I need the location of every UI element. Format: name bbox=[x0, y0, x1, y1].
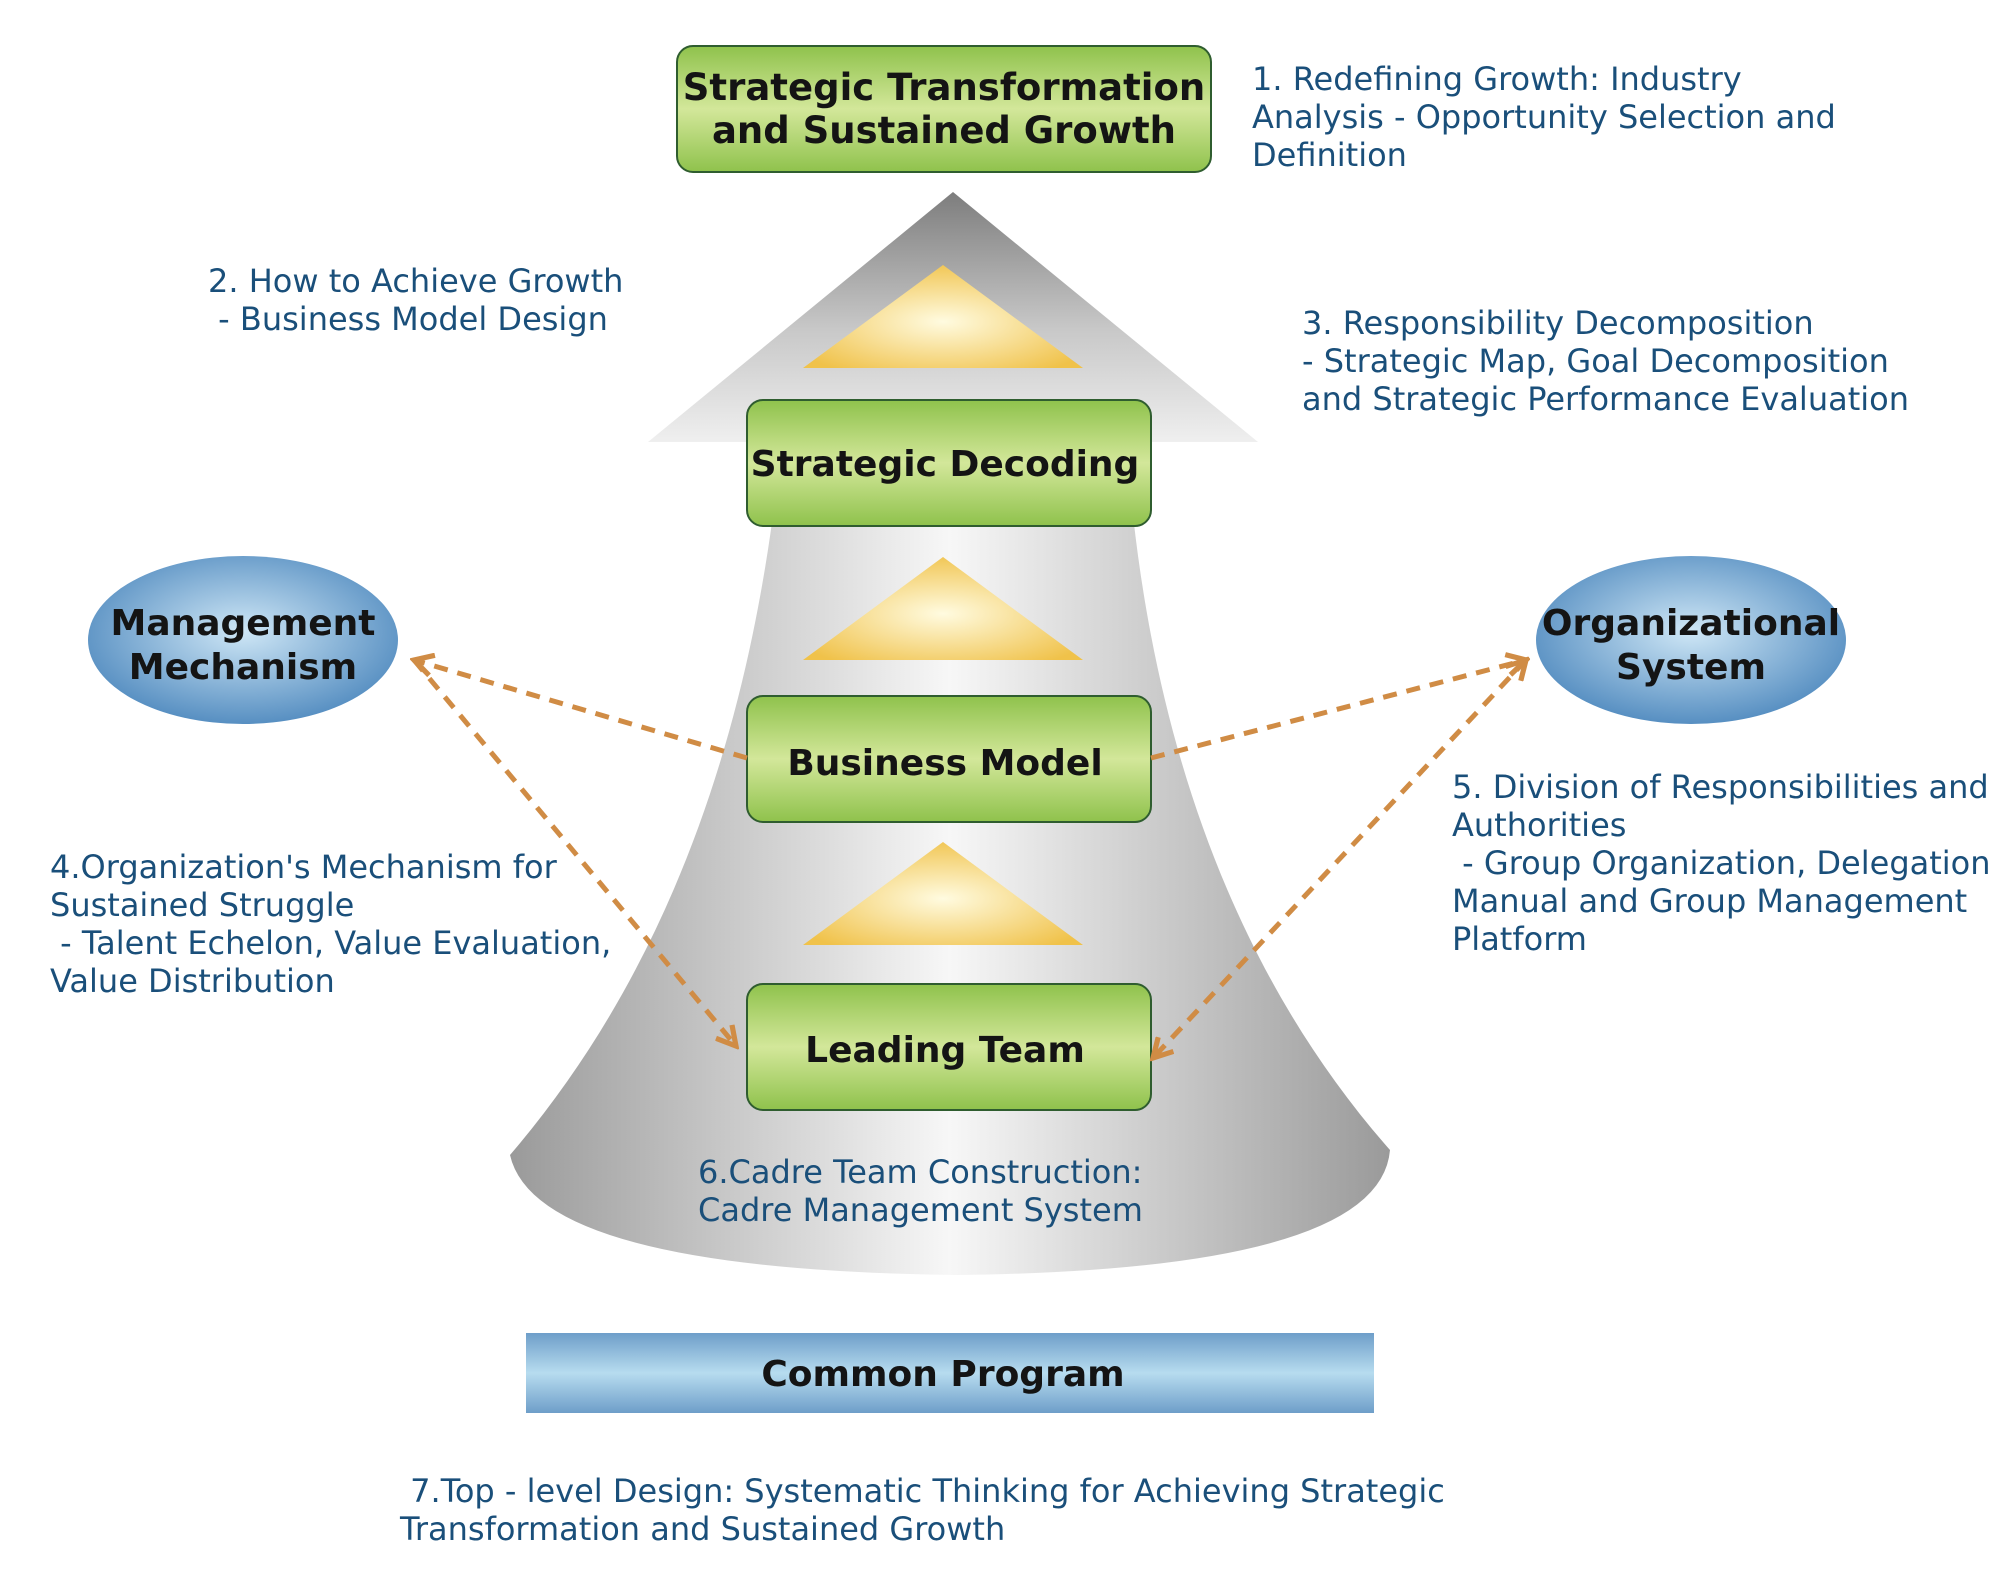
strategic-decoding-label: Strategic Decoding bbox=[751, 444, 1140, 485]
organizational-line2: System bbox=[1616, 647, 1766, 688]
common-program-bar: Common Program bbox=[526, 1333, 1374, 1413]
organizational-line1: Organizational bbox=[1542, 603, 1840, 644]
top-box-line2: and Sustained Growth bbox=[712, 109, 1176, 152]
organizational-system-ellipse: Organizational System bbox=[1536, 556, 1846, 724]
arrow-organizational-to-leading bbox=[1153, 660, 1526, 1058]
annotation-3: 3. Responsibility Decomposition - Strate… bbox=[1302, 304, 1909, 418]
annotation-4: 4.Organization's Mechanism for Sustained… bbox=[50, 848, 612, 1000]
leading-team-label: Leading Team bbox=[805, 1030, 1085, 1071]
annotation-2: 2. How to Achieve Growth - Business Mode… bbox=[208, 262, 624, 338]
annotation-5: 5. Division of Responsibilities and Auth… bbox=[1452, 768, 1991, 958]
leading-team-box: Leading Team bbox=[746, 983, 1152, 1111]
common-program-label: Common Program bbox=[761, 1354, 1124, 1395]
business-model-box: Business Model bbox=[746, 695, 1152, 823]
strategic-decoding-box: Strategic Decoding bbox=[746, 399, 1152, 527]
up-triangle-2 bbox=[803, 557, 1083, 660]
annotation-1: 1. Redefining Growth: Industry Analysis … bbox=[1252, 60, 1836, 174]
business-model-label: Business Model bbox=[787, 743, 1102, 784]
arrow-business-to-management bbox=[414, 660, 748, 761]
up-triangle-3 bbox=[803, 842, 1083, 945]
management-line2: Mechanism bbox=[129, 647, 357, 688]
annotation-7: 7.Top - level Design: Systematic Thinkin… bbox=[400, 1472, 1445, 1548]
arrow-management-to-leading bbox=[412, 658, 736, 1046]
management-line1: Management bbox=[111, 603, 376, 644]
arrow-business-to-organizational bbox=[1150, 660, 1526, 761]
up-triangle-1 bbox=[803, 265, 1083, 368]
annotation-6: 6.Cadre Team Construction: Cadre Managem… bbox=[698, 1153, 1143, 1229]
management-mechanism-ellipse: Management Mechanism bbox=[88, 556, 398, 724]
strategic-transformation-box: Strategic Transformation and Sustained G… bbox=[676, 45, 1212, 173]
top-box-line1: Strategic Transformation bbox=[683, 66, 1205, 109]
